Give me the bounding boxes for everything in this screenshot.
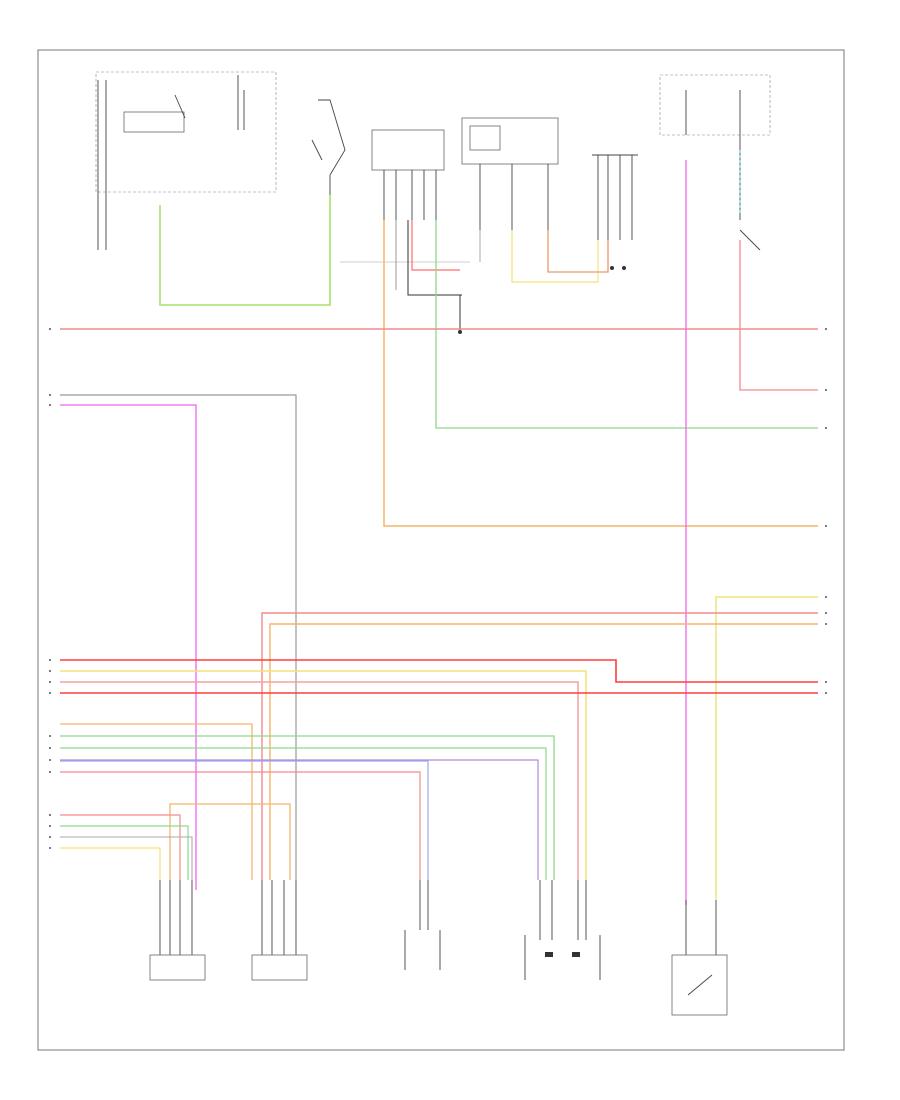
wire-orange-down <box>383 220 818 527</box>
wire-yellow-lower <box>60 847 161 880</box>
wire-orange-bus-2 <box>60 723 253 880</box>
component-sensor-3 <box>404 880 441 970</box>
edge-terminals-left <box>49 328 51 849</box>
wire-red-bus-1 <box>60 659 818 683</box>
wire-purple-bus <box>60 759 539 880</box>
wire-black-splice <box>407 220 462 296</box>
component-connector-mid <box>592 154 638 270</box>
wire-green-down <box>435 220 818 429</box>
diagram-frame <box>37 49 845 1051</box>
wire-magenta-left <box>60 404 197 890</box>
component-fuse-relay-left <box>95 71 277 250</box>
edge-terminals-right <box>825 328 827 694</box>
component-instrument-cluster <box>371 129 445 220</box>
wire-pcm-orange <box>547 230 609 273</box>
wire-orange-lower <box>169 803 291 880</box>
component-pcm <box>461 117 559 230</box>
wire-pcm-yellow <box>511 230 599 283</box>
wire-green-lower <box>60 825 189 880</box>
wire-gray-lower <box>60 836 193 880</box>
wire-yellow-right <box>715 596 818 900</box>
wire-orange-bus-1 <box>269 623 818 880</box>
component-switch-5 <box>671 900 728 1016</box>
wire-green-bus-1 <box>60 735 555 880</box>
wire-pink-bus-3 <box>60 771 421 880</box>
wire-red-cluster <box>411 220 460 271</box>
component-sensor-4 <box>524 880 601 980</box>
wire-pink-lower <box>60 814 181 880</box>
component-sensor-1 <box>149 880 206 981</box>
component-sensor-2 <box>251 880 308 981</box>
wire-gray-left <box>60 394 297 880</box>
wire-blue-bus <box>60 760 429 880</box>
wire-yellow-bus-1 <box>60 670 587 880</box>
wire-lime <box>159 195 331 306</box>
wire-pink-bus-2 <box>60 681 579 880</box>
wire-green-bus-2 <box>60 747 547 880</box>
wire-pink-bus-1 <box>261 612 818 880</box>
wire-pink-branch <box>739 240 818 391</box>
